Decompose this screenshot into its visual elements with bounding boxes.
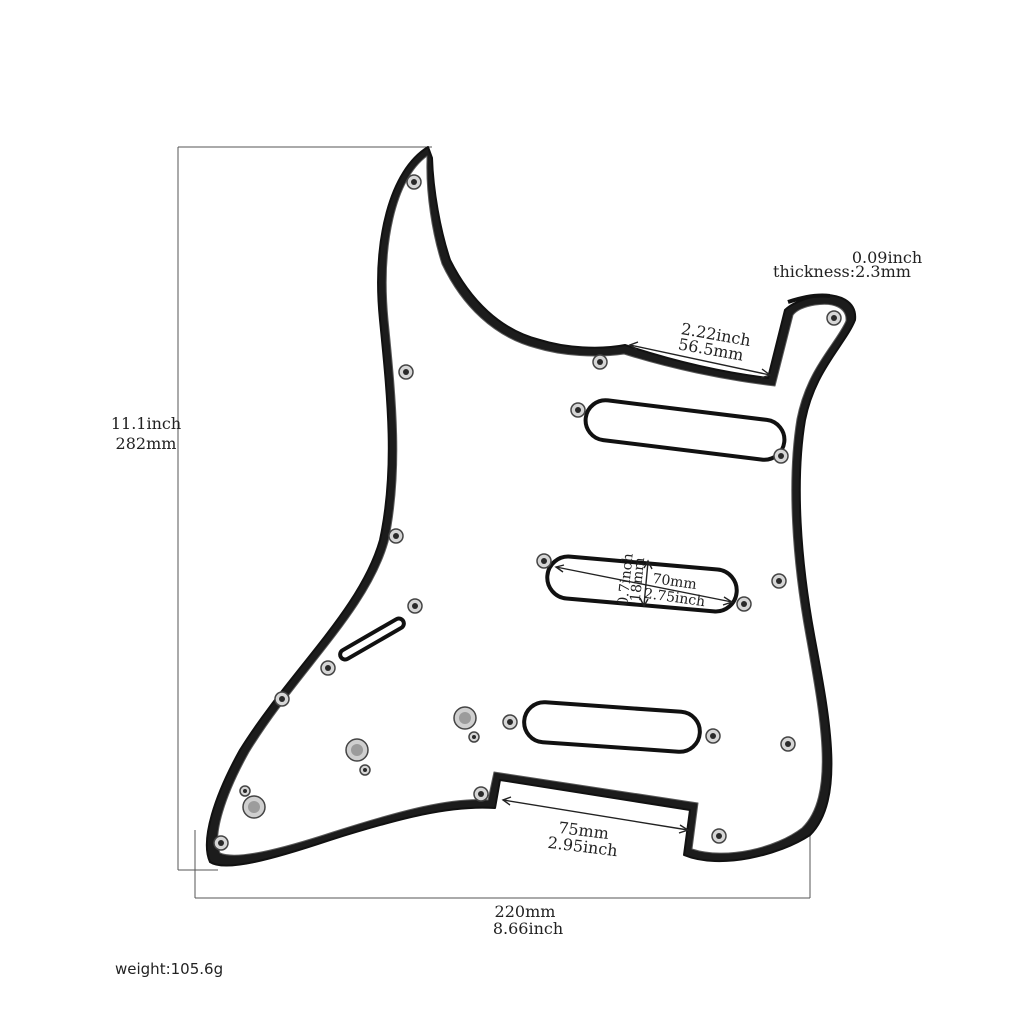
screw-hole-icon	[239, 785, 251, 797]
screw-hole-icon	[407, 598, 423, 614]
screw-hole-icon	[213, 835, 229, 851]
pickup-width-mm-label: 18mm	[628, 557, 649, 603]
pickup-width-inch-label: 0.7inch	[615, 553, 636, 607]
screw-hole-icon	[320, 660, 336, 676]
screw-hole-icon	[592, 354, 608, 370]
switch-slot	[338, 616, 406, 662]
measurement-arrows	[501, 341, 772, 834]
height-inch-label: 11.1inch	[111, 414, 181, 433]
pickguard-body	[205, 146, 857, 867]
screw-hole-icon	[406, 174, 422, 190]
screw-hole-icon	[705, 728, 721, 744]
width-inch-label: 8.66inch	[493, 919, 563, 938]
bridge-pickup-slot	[522, 700, 702, 754]
screw-hole-icon	[359, 764, 371, 776]
screw-hole-icon	[780, 736, 796, 752]
thickness-mm-label: thickness:2.3mm	[773, 262, 911, 281]
thickness-inch-label: 0.09inch	[852, 248, 922, 267]
tone-pot-hole-icon	[345, 738, 369, 762]
pickguard-face	[217, 155, 847, 856]
screw-hole-icon	[771, 573, 787, 589]
bottom-cutout-arrow	[501, 796, 690, 834]
screw-hole-icon	[711, 828, 727, 844]
width-mm-label: 220mm	[495, 902, 556, 921]
screw-hole-icon	[570, 402, 586, 418]
screw-hole-icon	[388, 528, 404, 544]
screw-hole-icon	[473, 786, 489, 802]
screw-hole-icon	[736, 596, 752, 612]
pickup-slots	[338, 398, 787, 754]
pickup-width-arrow	[639, 559, 653, 608]
weight-label: weight:105.6g	[115, 960, 223, 978]
screw-hole-icon	[502, 714, 518, 730]
screw-hole-icon	[274, 691, 290, 707]
pickup-length-mm-label: 70mm	[651, 571, 697, 593]
tone2-pot-hole-icon	[242, 795, 266, 819]
screw-hole-icon	[826, 310, 842, 326]
pickup-length-arrow	[554, 564, 734, 606]
horn-gap-arrow	[628, 341, 772, 379]
screw-hole-icon	[468, 731, 480, 743]
control-holes	[242, 706, 477, 819]
neck-pickup-slot	[583, 398, 787, 462]
thickness-edge	[787, 293, 831, 304]
screw-holes	[213, 174, 842, 851]
height-mm-label: 282mm	[116, 434, 177, 453]
screw-hole-icon	[773, 448, 789, 464]
screw-hole-icon	[398, 364, 414, 380]
volume-pot-hole-icon	[453, 706, 477, 730]
screw-hole-icon	[536, 553, 552, 569]
